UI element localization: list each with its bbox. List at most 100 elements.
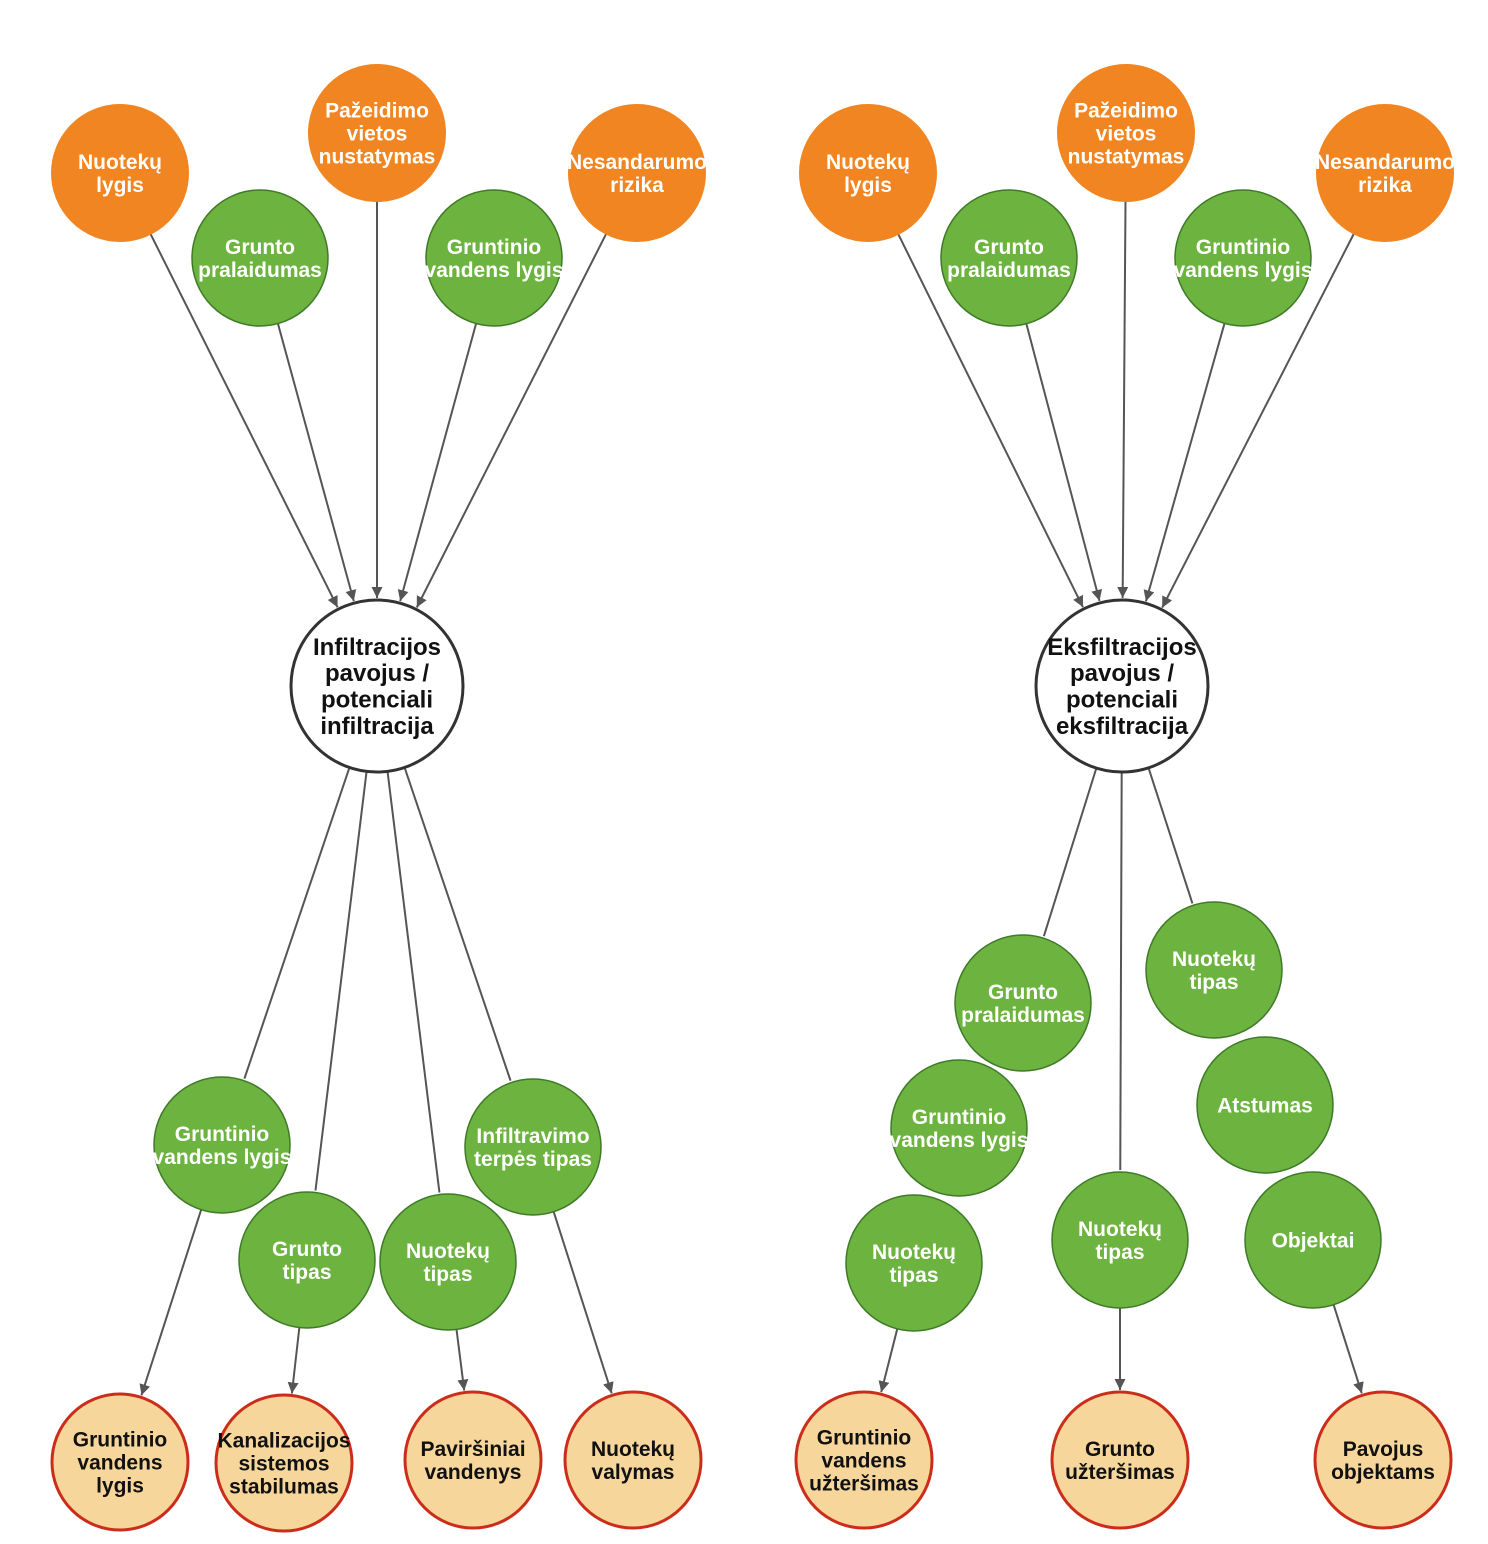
right-chain-nuoteku-tipas-circle (845, 1194, 983, 1332)
right-center-to-chain-left-line (1042, 767, 1098, 937)
left-factor-nuoteku-tipas-label-line: tipas (423, 1263, 472, 1286)
left-input-nesandarumo-rizika-label-line: rizika (610, 174, 664, 197)
right-center-to-chain-mid-line (1119, 771, 1123, 1171)
left-outcome-gruntinio-vandens-lygis-label-line: vandens (77, 1451, 162, 1474)
left-outcome-kanalizacijos-sistemos-stabilumas-circle (214, 1393, 354, 1533)
left-factor-to-outcome-arrow (139, 1209, 203, 1396)
right-outcome-grunto-uztersimas-label-line: užteršimas (1065, 1461, 1175, 1484)
left-factor-nuoteku-tipas-circle (379, 1193, 517, 1331)
left-input-grunto-pralaidumas-label-line: pralaidumas (198, 259, 322, 282)
left-input-grunto-pralaidumas-label-line: Grunto (225, 236, 295, 259)
left-input-to-center-arrow (397, 323, 478, 602)
right-chain-objektai-label-line: Objektai (1272, 1229, 1355, 1252)
left-input-pazeidimo-vietos-nustatymas-label-line: vietos (347, 122, 408, 145)
right-input-nuoteku-lygis-label-line: Nuotekų (826, 151, 910, 174)
left-input-nesandarumo-rizika-circle (568, 104, 706, 242)
right-center-to-chain-right-line (1147, 767, 1194, 904)
left-factor-gruntinio-vandens-lygis-label-line: Gruntinio (175, 1123, 269, 1146)
right-chain-grunto-pralaidumas-label-line: Grunto (988, 981, 1058, 1004)
left-center-infiltracijos-pavojus-potenciali-infiltracija-label-line: infiltracija (320, 713, 434, 740)
left-factor-infiltravimo-terpes-tipas-circle (464, 1078, 602, 1216)
left-center-to-factor-line (314, 771, 368, 1191)
left-input-gruntinio-vandens-lygis-circle (425, 189, 563, 327)
right-outcome-grunto-uztersimas-circle (1050, 1390, 1190, 1530)
left-input-nesandarumo-rizika-label-line: Nesandarumo (567, 151, 707, 174)
right-input-to-center-arrow (1161, 233, 1355, 609)
right-chain-gruntinio-vandens-lygis-label-line: vandens lygis (890, 1129, 1029, 1152)
left-outcome-gruntinio-vandens-lygis-label-line: lygis (96, 1474, 144, 1497)
right-outcome-grunto-uztersimas-label-line: Grunto (1085, 1438, 1155, 1461)
right-chain-nuoteku-tipas-label-line: tipas (1189, 971, 1238, 994)
right-chain-atstumas-label-line: Atstumas (1217, 1094, 1313, 1117)
right-chain-nuoteku-tipas-label-line: Nuotekų (1078, 1218, 1162, 1241)
left-input-to-center-arrow (276, 323, 357, 602)
edges-layer (139, 200, 1364, 1396)
left-center-to-factor-line (243, 767, 351, 1079)
right-chain-right-to-outcome-arrow (1332, 1304, 1364, 1394)
left-outcome-pavirsiniai-vandenys-circle (403, 1390, 543, 1530)
left-outcome-pavirsiniai-vandenys-label-line: Paviršiniai (420, 1438, 525, 1461)
left-input-nuoteku-lygis-label-line: Nuotekų (78, 151, 162, 174)
right-outcome-pavojus-objektams-circle (1313, 1390, 1453, 1530)
right-center-eksfiltracijos-pavojus-potenciali-eksfiltracija-label-line: Eksfiltracijos (1047, 634, 1196, 661)
right-input-grunto-pralaidumas-label-line: Grunto (974, 236, 1044, 259)
left-outcome-pavirsiniai-vandenys-label-line: vandenys (425, 1461, 522, 1484)
right-outcome-pavojus-objektams-label-line: objektams (1331, 1461, 1435, 1484)
right-input-nesandarumo-rizika-circle (1316, 104, 1454, 242)
right-input-to-center-arrow (897, 233, 1084, 608)
right-outcome-pavojus-objektams-label-line: Pavojus (1343, 1438, 1424, 1461)
right-input-to-center-arrow (1025, 323, 1103, 602)
right-outcome-gruntinio-vandens-uztersimas-label-line: vandens (821, 1449, 906, 1472)
right-center-eksfiltracijos-pavojus-potenciali-eksfiltracija-circle (1034, 598, 1210, 774)
right-input-pazeidimo-vietos-nustatymas-circle (1057, 64, 1195, 202)
left-outcome-kanalizacijos-sistemos-stabilumas-label-line: sistemos (238, 1452, 329, 1475)
left-center-to-factor-line (386, 771, 441, 1193)
right-input-pazeidimo-vietos-nustatymas-label-line: Pažeidimo (1074, 99, 1178, 122)
right-input-gruntinio-vandens-lygis-label-line: vandens lygis (1174, 259, 1313, 282)
right-chain-nuoteku-tipas-circle (1051, 1171, 1189, 1309)
right-input-nesandarumo-rizika-label-line: Nesandarumo (1315, 151, 1455, 174)
right-input-gruntinio-vandens-lygis-circle (1174, 189, 1312, 327)
left-factor-gruntinio-vandens-lygis-circle (153, 1076, 291, 1214)
right-center-eksfiltracijos-pavojus-potenciali-eksfiltracija-label-line: eksfiltracija (1056, 713, 1189, 740)
right-outcome-gruntinio-vandens-uztersimas-circle (794, 1390, 934, 1530)
left-factor-to-outcome-arrow (552, 1211, 614, 1394)
left-factor-grunto-tipas-circle (238, 1191, 376, 1329)
left-factor-grunto-tipas-label-line: tipas (282, 1261, 331, 1284)
left-factor-to-outcome-arrow (455, 1329, 469, 1391)
left-center-infiltracijos-pavojus-potenciali-infiltracija-circle (289, 598, 465, 774)
right-chain-grunto-pralaidumas-circle (954, 934, 1092, 1072)
right-chain-left-to-outcome-arrow (878, 1328, 899, 1393)
left-center-infiltracijos-pavojus-potenciali-infiltracija-label-line: potenciali (321, 687, 433, 714)
left-input-nuoteku-lygis-label-line: lygis (96, 174, 144, 197)
right-chain-nuoteku-tipas-circle (1145, 901, 1283, 1039)
left-outcome-nuoteku-valymas-label-line: valymas (592, 1461, 675, 1484)
left-outcome-kanalizacijos-sistemos-stabilumas-label-line: stabilumas (229, 1475, 339, 1498)
right-chain-atstumas-circle (1196, 1036, 1334, 1174)
right-chain-objektai-circle (1244, 1171, 1382, 1309)
nodes-layer: NuotekųlygisGruntopralaidumasPažeidimovi… (50, 64, 1455, 1533)
left-input-pazeidimo-vietos-nustatymas-label-line: nustatymas (319, 145, 436, 168)
left-input-grunto-pralaidumas-circle (191, 189, 329, 327)
left-factor-infiltravimo-terpes-tipas-label-line: Infiltravimo (476, 1125, 589, 1148)
right-outcome-gruntinio-vandens-uztersimas-label-line: Gruntinio (817, 1426, 911, 1449)
right-input-nuoteku-lygis-circle (799, 104, 937, 242)
right-input-nuoteku-lygis-label-line: lygis (844, 174, 892, 197)
